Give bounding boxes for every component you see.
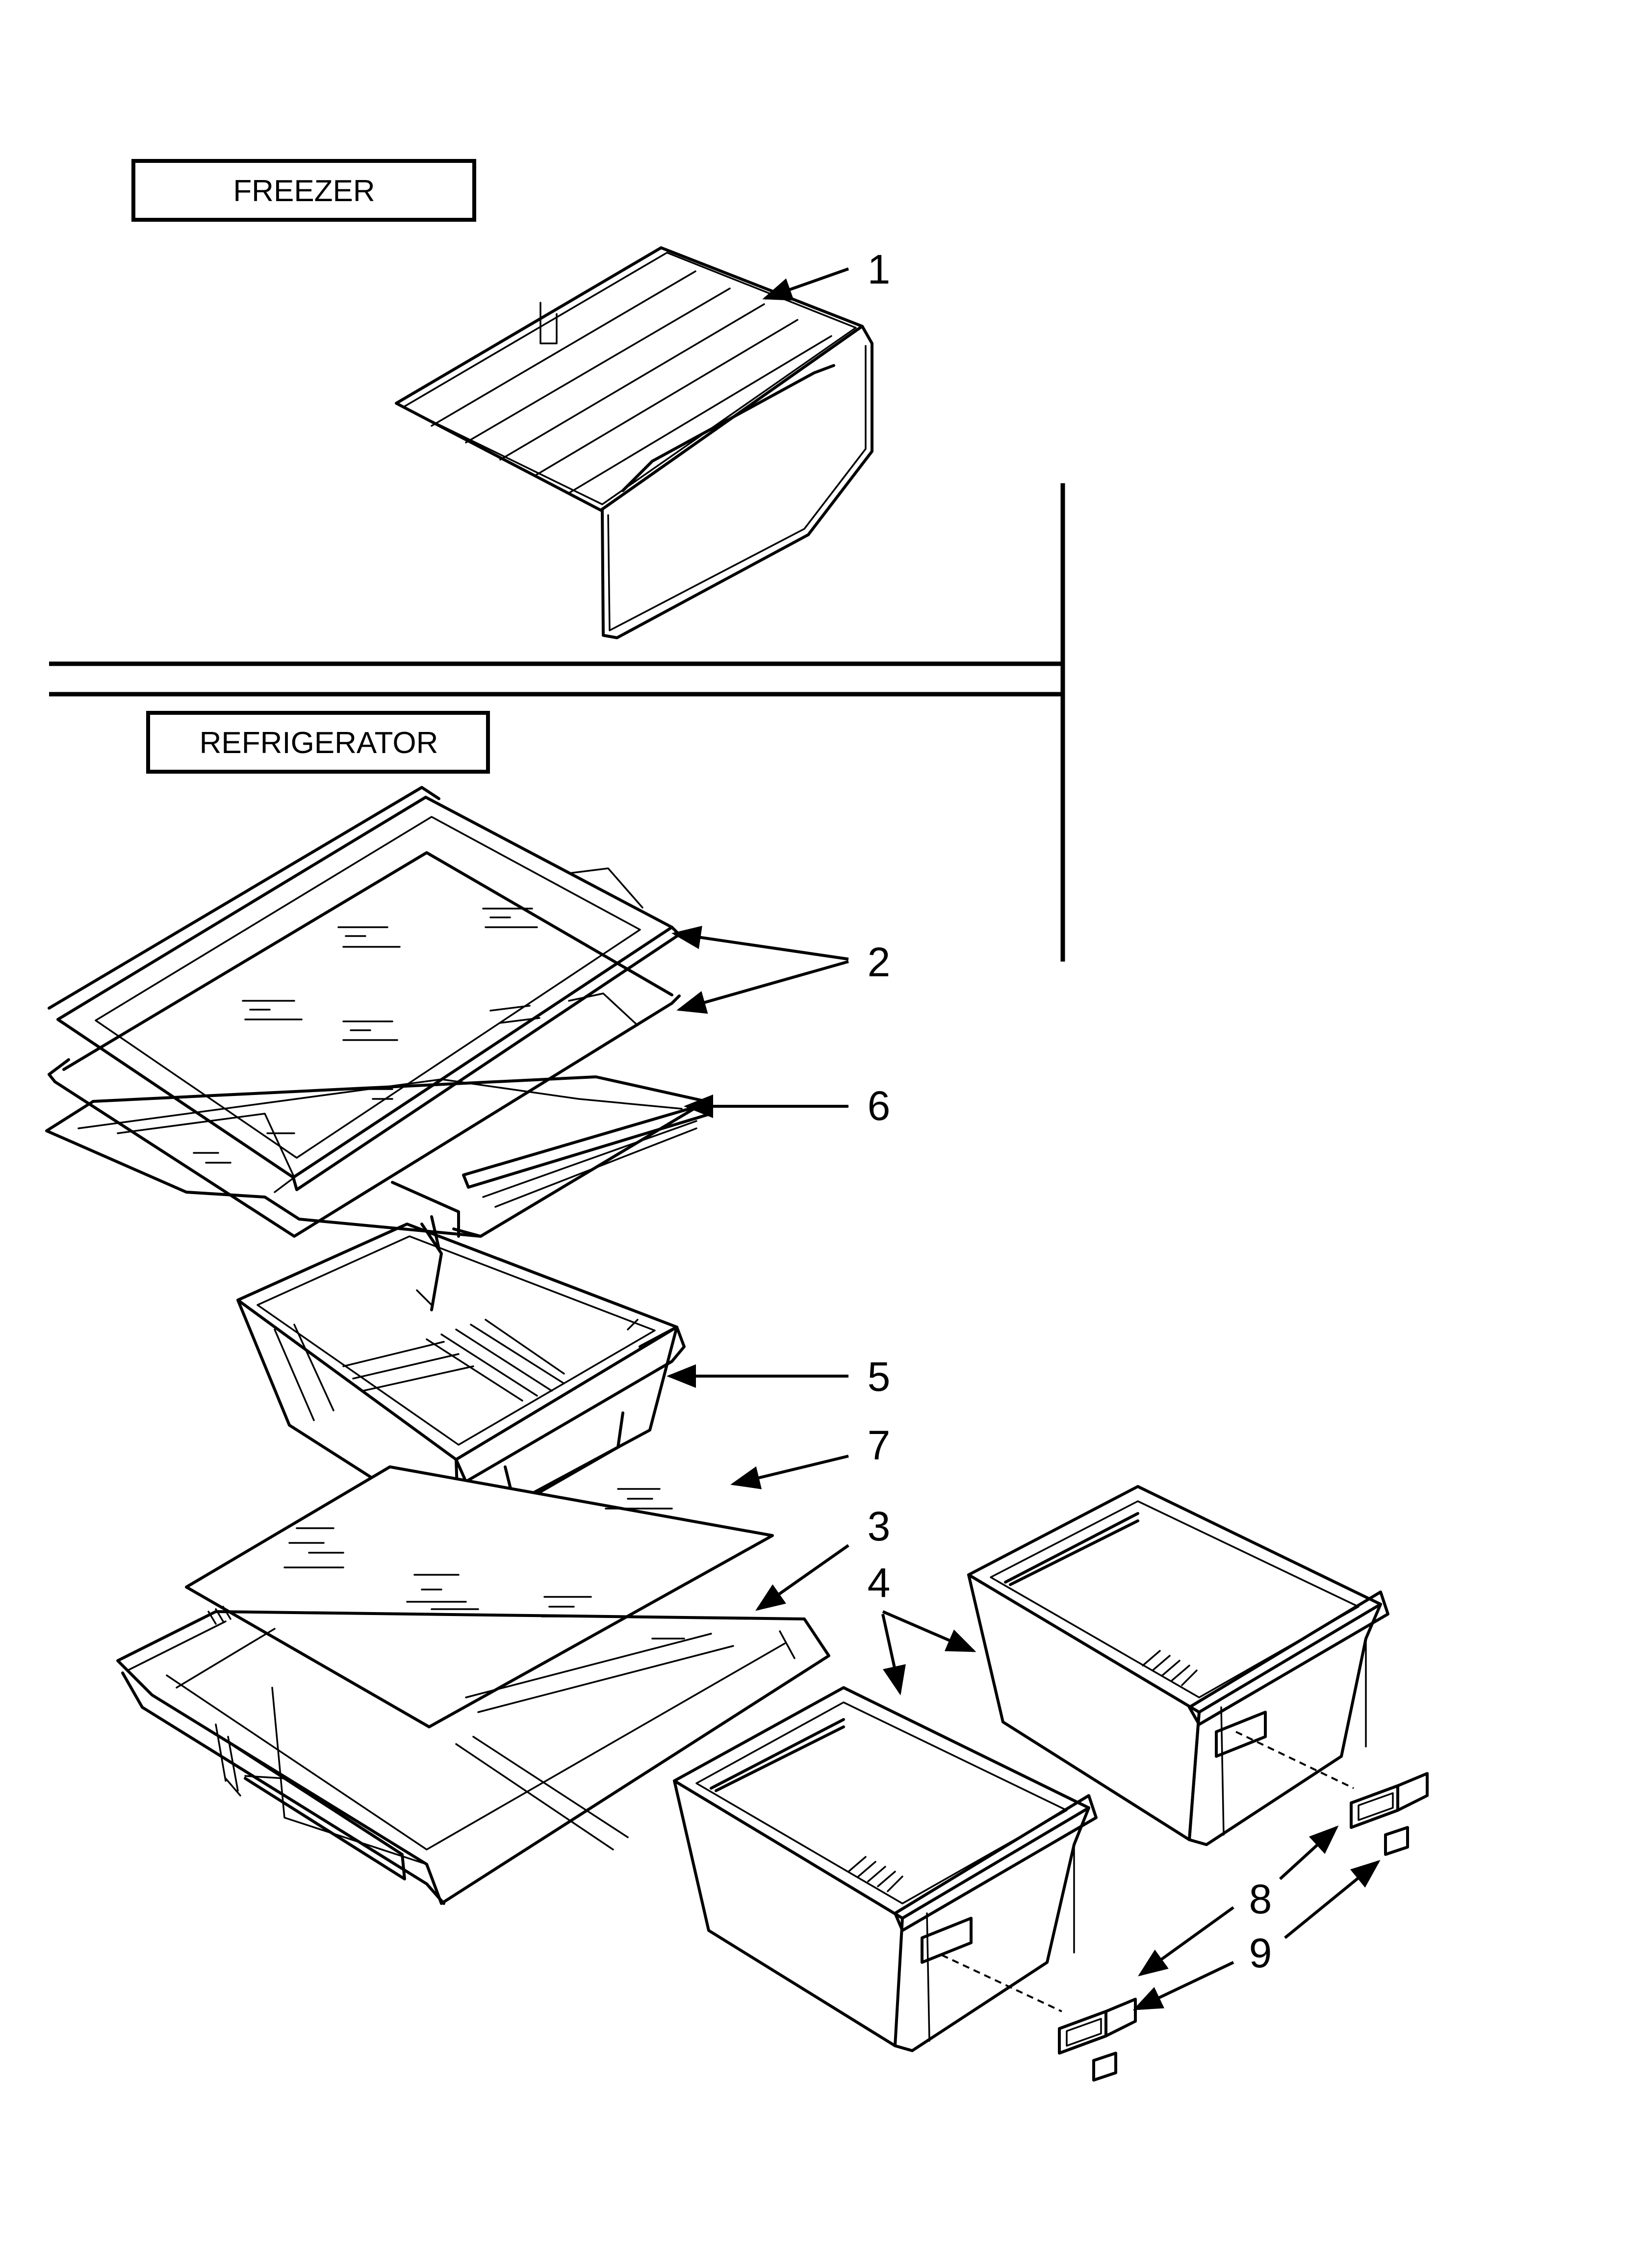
- crisper-glass-glare: [283, 1488, 673, 1617]
- callout-8: 8: [1249, 1876, 1272, 1922]
- freezer-wire-shelf: [395, 246, 873, 639]
- callout-6: 6: [868, 1083, 891, 1129]
- meat-pan-ribs: [342, 1289, 639, 1402]
- drawer-bracket-right: [1235, 1731, 1429, 1856]
- crisper-glass-insert: [185, 1465, 774, 1728]
- callout-7: 7: [868, 1422, 891, 1468]
- crisper-drawer-back: [967, 1485, 1389, 1846]
- leader-lines: [667, 267, 1381, 2010]
- drawer-back-ribs: [1142, 1650, 1198, 1686]
- callout-5: 5: [868, 1354, 891, 1400]
- drawer-front-ribs: [847, 1856, 903, 1892]
- refrigerator-label-box: REFRIGERATOR: [146, 711, 490, 774]
- crisper-drawer-front: [673, 1686, 1098, 2052]
- glass-shelf-lower: [48, 851, 681, 1238]
- callout-2: 2: [868, 939, 891, 985]
- freezer-label-box: FREEZER: [131, 159, 476, 222]
- crisper-frame-tray: [116, 1606, 830, 1905]
- callout-9: 9: [1249, 1930, 1272, 1976]
- callout-numbers: 1 2 6 5 7 3 4 8 9: [868, 246, 1272, 1976]
- freezer-label: FREEZER: [233, 174, 375, 208]
- callout-3: 3: [868, 1503, 891, 1549]
- section-dividers: [49, 483, 1065, 962]
- callout-1: 1: [868, 246, 891, 292]
- callout-4: 4: [868, 1560, 891, 1606]
- refrigerator-label: REFRIGERATOR: [200, 726, 438, 760]
- drawer-bracket-left: [941, 1954, 1137, 2082]
